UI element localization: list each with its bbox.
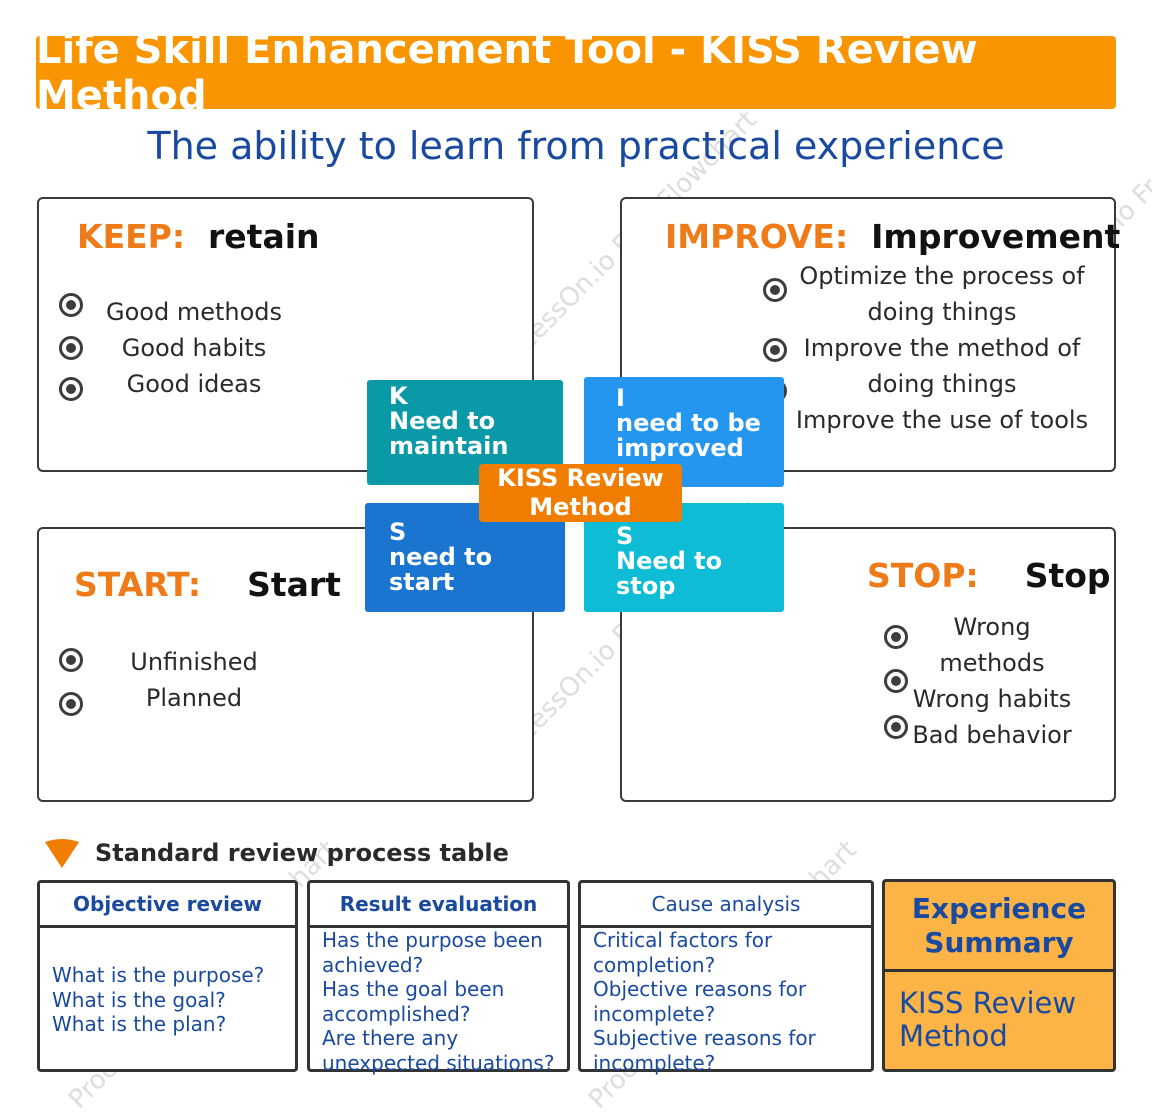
experience-summary-header: Experience Summary — [885, 882, 1113, 972]
start-item: Planned — [145, 684, 243, 712]
objective-review-header: Objective review — [40, 883, 295, 928]
improve-item-line: doing things — [867, 298, 1017, 326]
start-item: Unfinished — [130, 648, 258, 676]
tile-stop-line2: stop — [616, 572, 676, 600]
result-line: achieved? — [322, 952, 424, 977]
experience-header-line2: Summary — [924, 925, 1074, 959]
tile-improve-letter: I — [616, 384, 625, 412]
tile-stop-letter: S — [616, 522, 634, 550]
objective-review-column: Objective review What is the purpose? Wh… — [37, 880, 298, 1072]
tile-improve-line1: need to be — [616, 409, 761, 437]
bullet-icon — [59, 648, 83, 672]
bullet-icon — [763, 278, 787, 302]
cause-line: Critical factors for — [593, 928, 773, 952]
bullet-icon — [884, 625, 908, 649]
improve-heading: IMPROVE: Improvement — [665, 217, 1120, 256]
result-evaluation-header: Result evaluation — [310, 883, 567, 928]
triangle-marker-icon — [45, 839, 79, 868]
tile-stop-line1: Need to — [616, 547, 723, 575]
cause-line: Objective reasons for — [593, 977, 807, 1001]
objective-line: What is the goal? — [52, 987, 226, 1012]
bullet-icon — [884, 669, 908, 693]
cause-line: completion? — [593, 952, 716, 977]
result-line: Has the goal been — [322, 977, 505, 1001]
stop-item-line: Bad behavior — [912, 721, 1072, 749]
tile-keep-letter: K — [389, 382, 408, 410]
tile-start-line2: start — [389, 568, 455, 596]
bullet-icon — [59, 692, 83, 716]
result-line: accomplished? — [322, 1001, 471, 1026]
experience-body-line2: Method — [899, 1019, 1008, 1053]
center-line1: KISS Review — [497, 464, 664, 492]
tile-keep-line1: Need to — [389, 407, 496, 435]
start-heading: START: Start — [74, 565, 341, 604]
page-subtitle: The ability to learn from practical expe… — [147, 124, 1005, 168]
tile-improve-line2: improved — [616, 434, 744, 462]
keep-heading: KEEP: retain — [77, 217, 320, 256]
result-evaluation-column: Result evaluation Has the purpose been a… — [307, 880, 570, 1075]
experience-summary-body: KISS Review Method — [899, 987, 1076, 1053]
bullet-icon — [59, 336, 83, 360]
keep-item: Good methods — [105, 298, 282, 326]
improve-quadrant: IMPROVE: Improvement Optimize the proces… — [620, 197, 1120, 472]
tile-start-letter: S — [389, 518, 407, 546]
result-line: Are there any — [322, 1026, 459, 1050]
stop-translation: Stop — [1024, 556, 1111, 595]
cause-analysis-header: Cause analysis — [581, 883, 871, 928]
stop-keyword: STOP: — [867, 556, 979, 595]
bullet-icon — [59, 293, 83, 317]
improve-item-line: Optimize the process of — [799, 262, 1085, 290]
experience-body-line1: KISS Review — [899, 986, 1077, 1020]
improve-item-line: Improve the method of — [803, 334, 1081, 362]
start-translation: Start — [247, 565, 341, 604]
tile-keep-line2: maintain — [389, 432, 509, 460]
cause-line: incomplete? — [593, 1001, 716, 1026]
stop-item-line: methods — [939, 649, 1045, 677]
keep-item: Good habits — [121, 334, 267, 362]
bullet-icon — [59, 377, 83, 401]
stop-heading: STOP: Stop — [867, 556, 1111, 595]
experience-header-line1: Experience — [911, 891, 1087, 925]
cause-line: incomplete? — [593, 1050, 716, 1075]
bullet-icon — [763, 338, 787, 362]
page-title: Life Skill Enhancement Tool - KISS Revie… — [36, 27, 1116, 119]
tile-start-line1: need to — [389, 543, 493, 571]
cause-line: Subjective reasons for — [593, 1026, 816, 1050]
keep-keyword: KEEP: — [77, 217, 186, 256]
stop-item-line: Wrong habits — [912, 685, 1072, 713]
start-keyword: START: — [74, 565, 202, 604]
keep-translation: retain — [208, 217, 320, 256]
experience-summary-column: Experience Summary KISS Review Method — [882, 879, 1116, 1072]
improve-keyword: IMPROVE: — [665, 217, 849, 256]
section-title: Standard review process table — [95, 839, 509, 867]
improve-item-line: Improve the use of tools — [795, 406, 1089, 434]
center-kiss-box: KISS Review Method — [479, 464, 682, 522]
objective-line: What is the purpose? — [52, 963, 265, 987]
bullet-icon — [884, 715, 908, 739]
keep-quadrant: KEEP: retain Good methods Good habits Go… — [37, 197, 534, 472]
improve-translation: Improvement — [871, 217, 1121, 256]
center-line2: Method — [529, 493, 632, 521]
objective-line: What is the plan? — [52, 1012, 227, 1036]
improve-item-line: doing things — [867, 370, 1017, 398]
cause-analysis-column: Cause analysis Critical factors for comp… — [578, 880, 874, 1075]
result-line: Has the purpose been — [322, 928, 543, 952]
stop-item-line: Wrong — [953, 613, 1031, 641]
result-line: unexpected situations? — [322, 1050, 555, 1075]
keep-item: Good ideas — [126, 370, 262, 398]
